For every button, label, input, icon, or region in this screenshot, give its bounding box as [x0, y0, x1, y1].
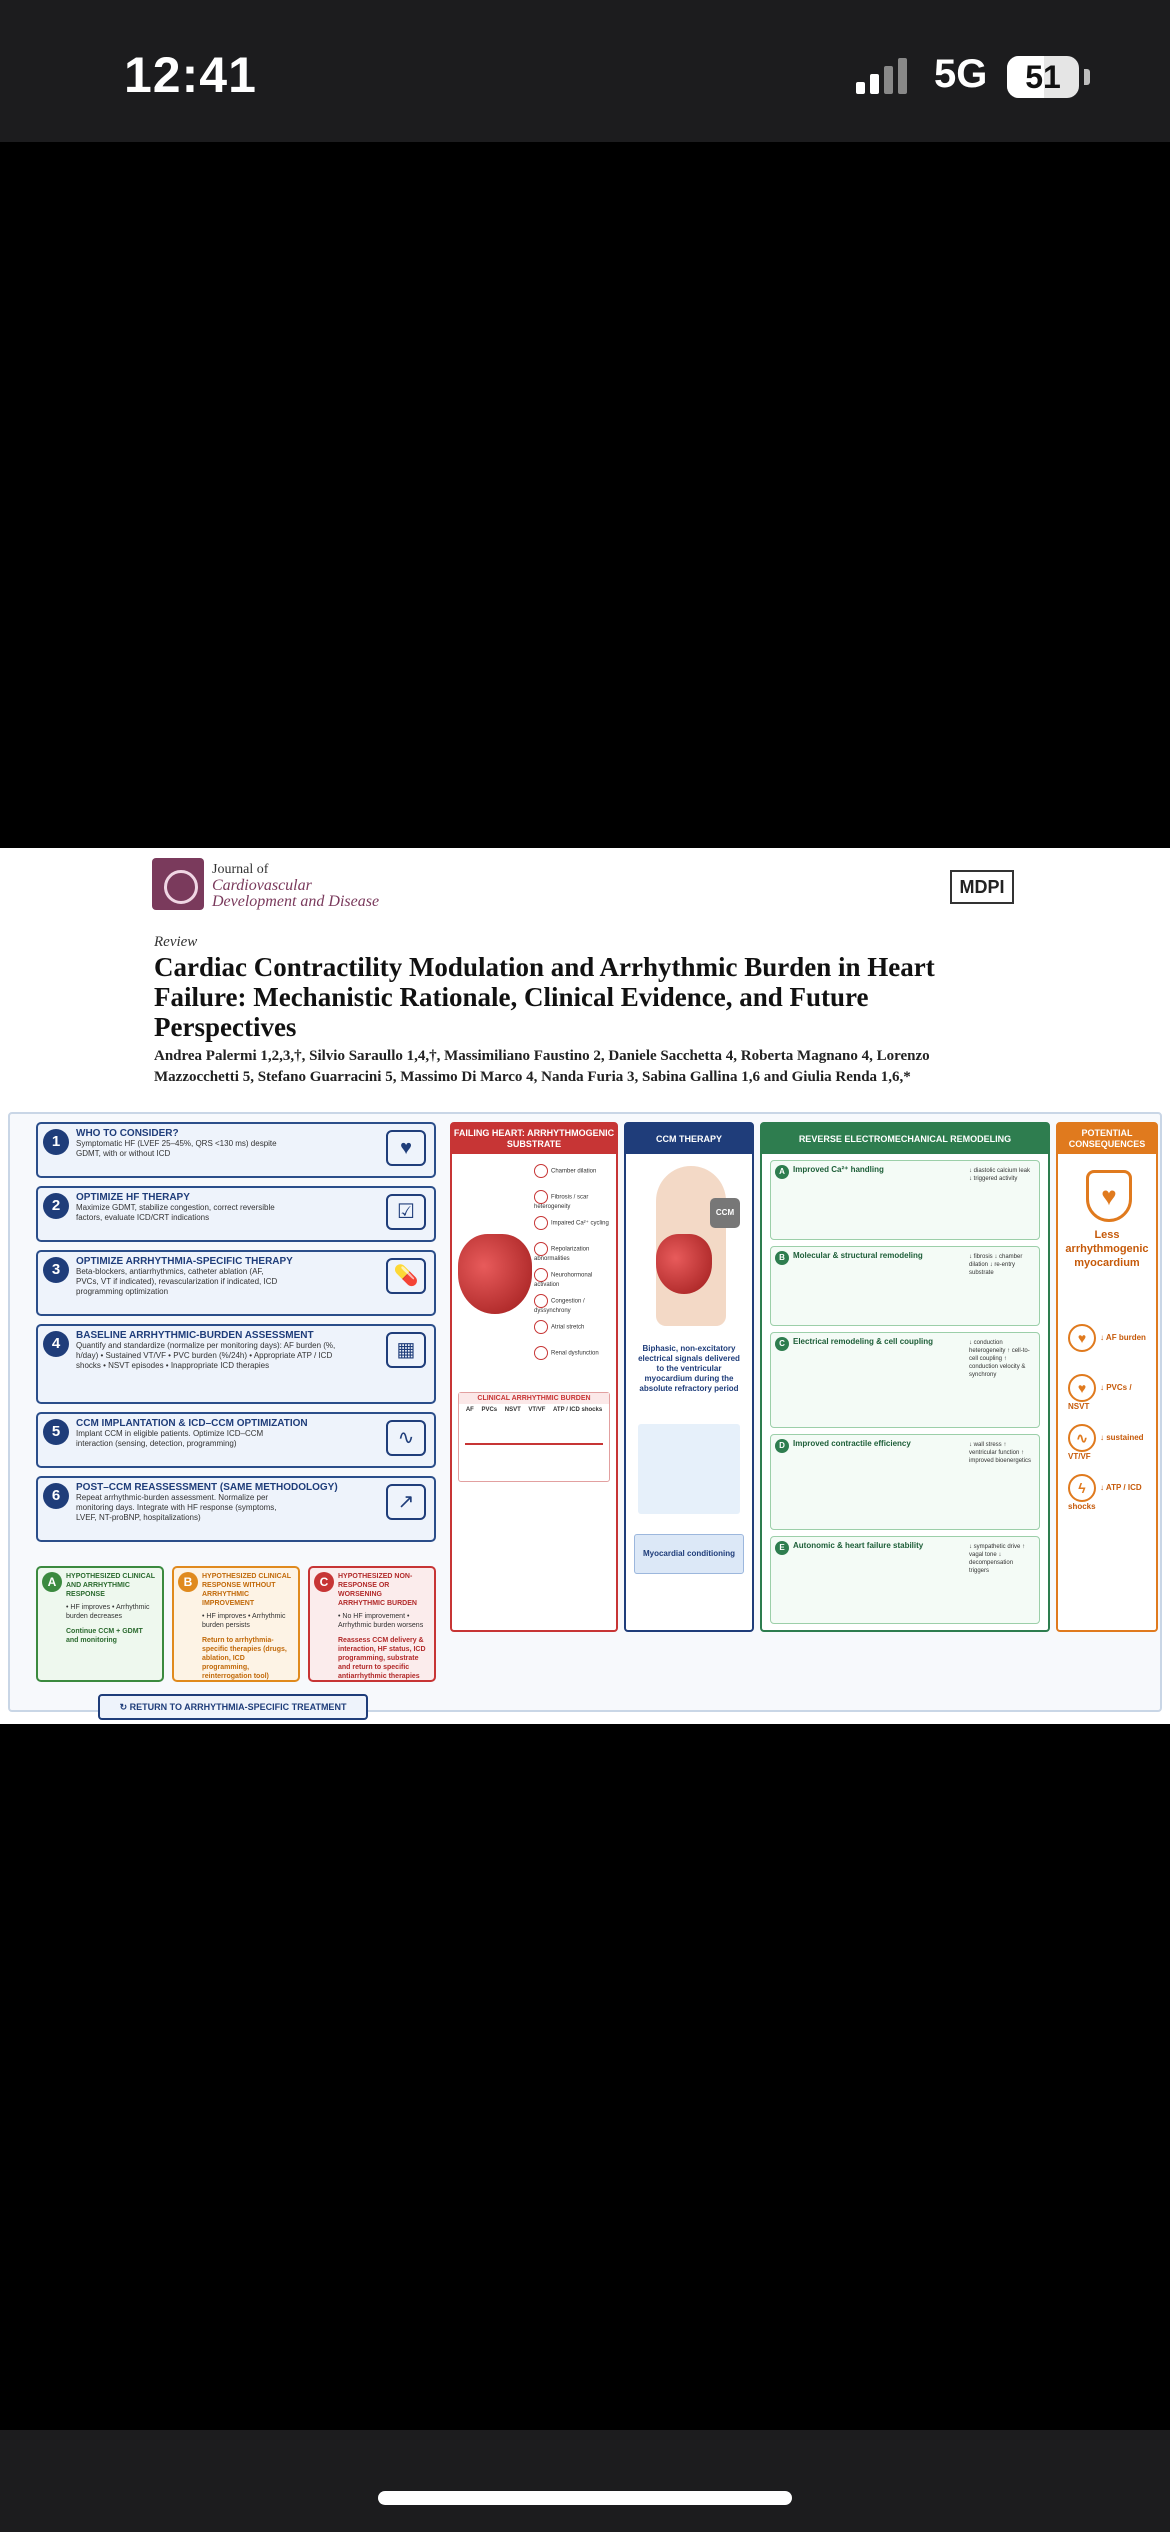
- waveform-icon: ∿: [1068, 1424, 1096, 1452]
- pill-icon: 💊: [386, 1258, 426, 1294]
- step-5: 5 CCM IMPLANTATION & ICD–CCM OPTIMIZATIO…: [36, 1412, 436, 1468]
- battery-level: [1007, 56, 1044, 98]
- ccm-description: Biphasic, non-excitatory electrical sign…: [638, 1344, 740, 1393]
- heart-illustration: [656, 1234, 712, 1294]
- reverse-remodeling-panel: REVERSE ELECTROMECHANICAL REMODELING A I…: [760, 1122, 1050, 1632]
- ccm-device: CCM: [710, 1198, 740, 1228]
- article-type: Review: [154, 934, 198, 950]
- graphical-abstract: 1 WHO TO CONSIDER? Symptomatic HF (LVEF …: [8, 1112, 1162, 1720]
- heart-icon: ♥: [1068, 1374, 1096, 1402]
- bottom-bar: [0, 2430, 1170, 2532]
- article-title: Cardiac Contractility Modulation and Arr…: [154, 952, 935, 1042]
- checklist-icon: ☑: [386, 1194, 426, 1230]
- response-b: B HYPOTHESIZED CLINICAL RESPONSE WITHOUT…: [172, 1566, 300, 1682]
- step-2: 2 OPTIMIZE HF THERAPY Maximize GDMT, sta…: [36, 1186, 436, 1242]
- step-3: 3 OPTIMIZE ARRHYTHMIA-SPECIFIC THERAPY B…: [36, 1250, 436, 1316]
- clock: 12:41: [124, 47, 257, 103]
- remodel-item-a: A Improved Ca²⁺ handling ↓ diastolic cal…: [770, 1160, 1040, 1240]
- calendar-icon: ▦: [386, 1332, 426, 1368]
- home-indicator[interactable]: [378, 2491, 792, 2505]
- lightning-icon: ϟ: [1068, 1474, 1096, 1502]
- journal-name: Journal of Cardiovascular Development an…: [212, 862, 380, 910]
- step-4: 4 BASELINE ARRHYTHMIC-BURDEN ASSESSMENT …: [36, 1324, 436, 1404]
- article-image[interactable]: Journal of Cardiovascular Development an…: [0, 848, 1170, 1724]
- shield-heart-icon: ♥: [1086, 1170, 1132, 1222]
- heart-icon: ♥: [386, 1130, 426, 1166]
- ccm-therapy-panel: CCM THERAPY CCM Biphasic, non-excitatory…: [624, 1122, 754, 1632]
- article-authors: Andrea Palermi 1,2,3,†, Silvio Saraullo …: [154, 1048, 930, 1085]
- remodel-item-c: C Electrical remodeling & cell coupling …: [770, 1332, 1040, 1428]
- network-type: 5G: [934, 52, 988, 96]
- trend-chart-icon: ↗: [386, 1484, 426, 1520]
- ecg-icon: ∿: [386, 1420, 426, 1456]
- failing-heart-panel: FAILING HEART: ARRHYTHMOGENIC SUBSTRATE …: [450, 1122, 618, 1632]
- response-c: C HYPOTHESIZED NON-RESPONSE OR WORSENING…: [308, 1566, 436, 1682]
- workflow-column: 1 WHO TO CONSIDER? Symptomatic HF (LVEF …: [22, 1122, 442, 1720]
- return-to-treatment-button: ↻ RETURN TO ARRHYTHMIA-SPECIFIC TREATMEN…: [98, 1694, 368, 1720]
- step-6: 6 POST–CCM REASSESSMENT (SAME METHODOLOG…: [36, 1476, 436, 1542]
- heart-illustration: [458, 1234, 532, 1314]
- battery-icon: 51: [1007, 56, 1079, 98]
- response-a: A HYPOTHESIZED CLINICAL AND ARRHYTHMIC R…: [36, 1566, 164, 1682]
- signal-diagram: [638, 1424, 740, 1514]
- publisher-logo: MDPI: [950, 870, 1014, 904]
- status-bar: 12:41 5G 51: [0, 0, 1170, 142]
- battery-nub: [1084, 69, 1090, 85]
- remodel-item-d: D Improved contractile efficiency ↓ wall…: [770, 1434, 1040, 1530]
- battery-percent: 51: [1025, 59, 1061, 95]
- step-1: 1 WHO TO CONSIDER? Symptomatic HF (LVEF …: [36, 1122, 436, 1178]
- article-header: Journal of Cardiovascular Development an…: [152, 854, 1022, 1114]
- heart-icon: ♥: [1068, 1324, 1096, 1352]
- loop-arrow-icon: ↻: [119, 1702, 130, 1712]
- myocardial-conditioning: Myocardial conditioning: [634, 1534, 744, 1574]
- arrhythmic-burden-box: CLINICAL ARRHYTHMIC BURDEN AF PVCs NSVT …: [458, 1392, 610, 1482]
- journal-logo-icon: [152, 858, 204, 910]
- remodel-item-b: B Molecular & structural remodeling ↓ fi…: [770, 1246, 1040, 1326]
- consequences-panel: POTENTIAL CONSEQUENCES ♥ Less arrhythmog…: [1056, 1122, 1158, 1632]
- consequence-main: Less arrhythmogenic myocardium: [1065, 1229, 1149, 1269]
- remodel-item-e: E Autonomic & heart failure stability ↓ …: [770, 1536, 1040, 1624]
- ecg-trace: [465, 1443, 603, 1483]
- cellular-signal-icon: [856, 58, 916, 94]
